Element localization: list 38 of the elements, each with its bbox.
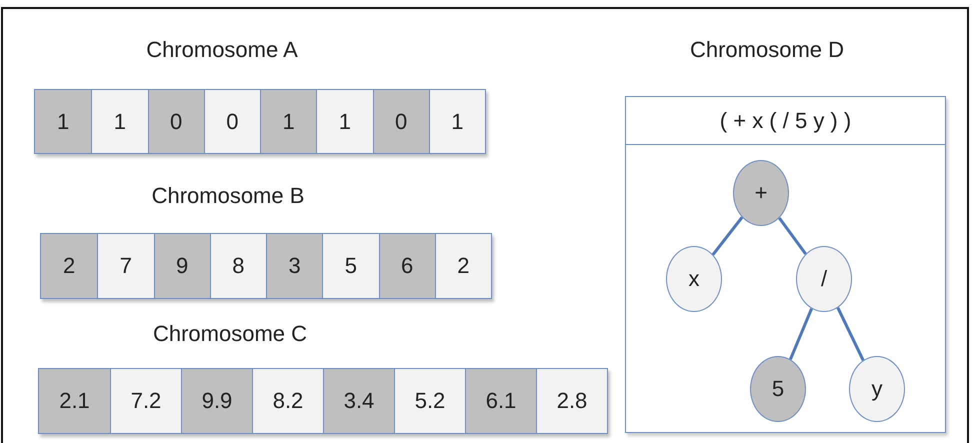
gene-cell: 9.9	[181, 369, 252, 433]
chromosome-heading: Chromosome A	[146, 36, 298, 64]
gene-cell: 1	[260, 90, 316, 153]
gene-cell: 7.2	[110, 369, 181, 433]
chromosome-heading: Chromosome B	[152, 182, 304, 210]
gene-cell: 5.2	[394, 369, 465, 433]
gene-cell: 8.2	[252, 369, 323, 433]
gene-cell: 2	[41, 234, 98, 298]
gene-cell: 2	[434, 234, 491, 298]
gene-cell: 2.1	[39, 369, 110, 433]
chromosome-heading: Chromosome D	[690, 36, 844, 64]
gene-cell: 9	[154, 234, 210, 298]
gene-cell: 3.4	[323, 369, 394, 433]
gene-cell: 1	[428, 90, 485, 153]
tree-branch	[712, 216, 744, 256]
expression-header: ( + x ( / 5 y ) )	[626, 97, 945, 145]
tree-node: /	[796, 246, 852, 312]
gene-cell: 6	[378, 234, 435, 298]
tree-node: 5	[750, 356, 806, 422]
tree-branch	[789, 308, 813, 360]
tree-branch	[778, 217, 807, 255]
gene-cell: 8	[210, 234, 266, 298]
gene-cell: 7	[97, 234, 154, 298]
gene-cell: 0	[148, 90, 204, 153]
tree-node: +	[733, 160, 789, 226]
gene-cell: 6.1	[465, 369, 536, 433]
gene-cell: 2.8	[536, 369, 607, 433]
gene-cell: 1	[91, 90, 148, 153]
gene-cell: 0	[204, 90, 260, 153]
gene-cell: 0	[372, 90, 429, 153]
tree-branch	[836, 307, 865, 361]
gene-cell: 3	[266, 234, 322, 298]
tree-node: y	[849, 356, 905, 422]
tree-node: x	[666, 246, 722, 312]
gene-cell: 5	[322, 234, 378, 298]
gene-cell: 1	[316, 90, 372, 153]
chromosome-heading: Chromosome C	[152, 320, 308, 348]
gene-cell: 1	[35, 90, 92, 153]
